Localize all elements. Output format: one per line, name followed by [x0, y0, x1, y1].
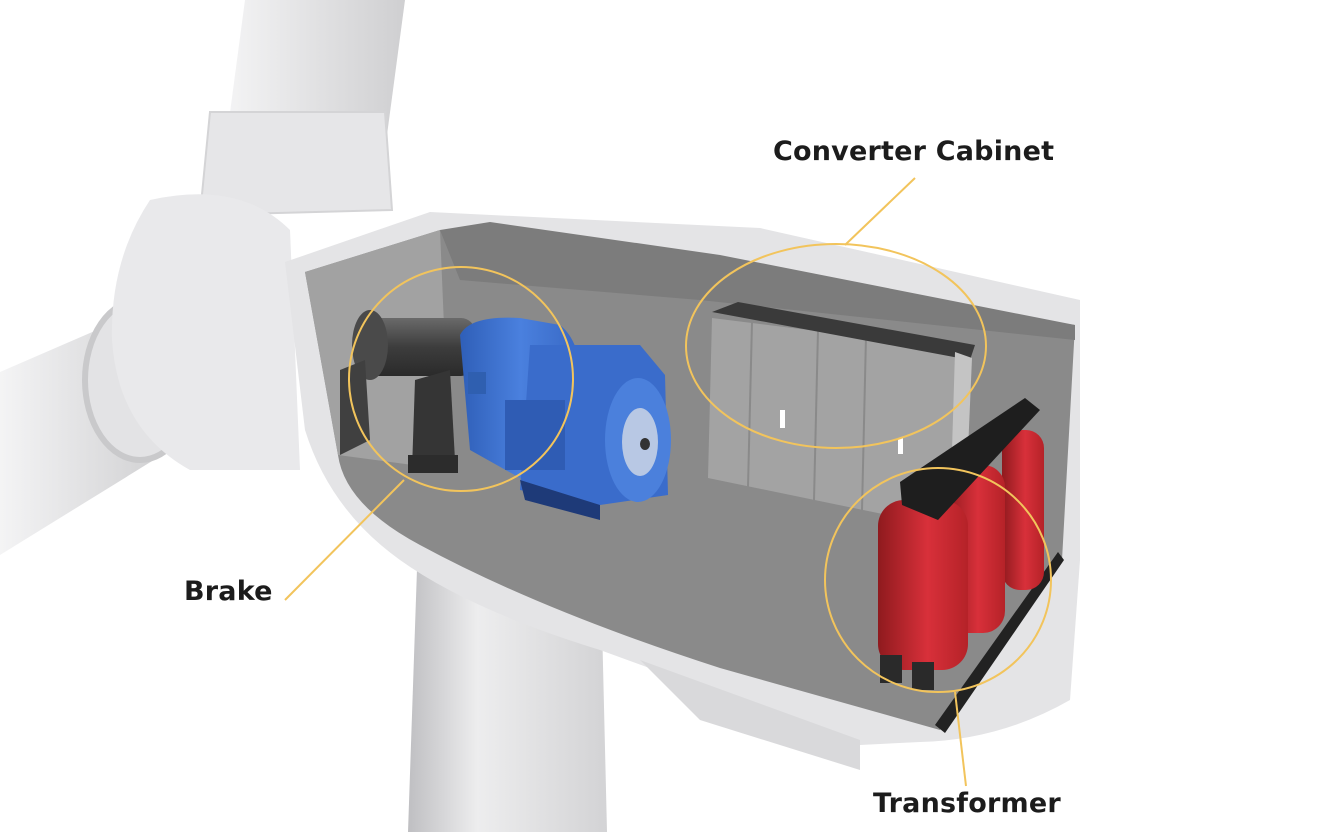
transformer [878, 398, 1044, 690]
transformer-callout-circle [824, 467, 1052, 693]
blade-collar-top [198, 111, 394, 217]
transformer-yoke [900, 398, 1040, 520]
nacelle-fin [640, 660, 860, 770]
rotor-hub [111, 194, 301, 470]
converter-leader-line [844, 177, 916, 246]
transformer-leader-line [954, 691, 967, 787]
converter-cabinet-label: Converter Cabinet [773, 136, 1055, 167]
brake-label: Brake [184, 576, 273, 607]
converter-callout-circle [685, 243, 987, 449]
brake-leader-line [284, 479, 405, 601]
brake-callout-circle [348, 266, 574, 492]
brake-support [340, 360, 370, 455]
drive-shaft [360, 318, 475, 376]
transformer-label: Transformer [873, 788, 1061, 819]
